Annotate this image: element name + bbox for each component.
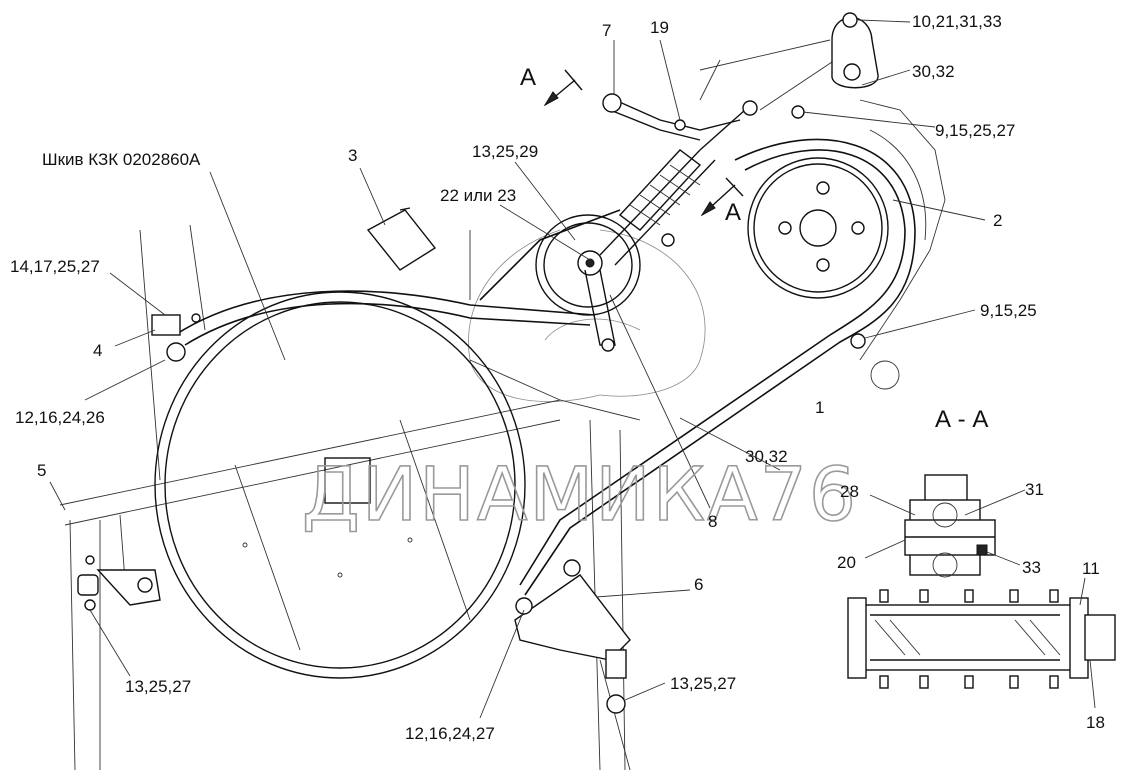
label-1: 1 xyxy=(815,398,824,417)
drive-pulley xyxy=(747,157,889,299)
label-8: 8 xyxy=(708,512,717,531)
label-18: 18 xyxy=(1086,713,1105,732)
top-bracket xyxy=(791,12,900,390)
part-4-bracket xyxy=(151,313,201,362)
part-6-bracket xyxy=(514,559,631,714)
part-3-plate xyxy=(366,207,437,271)
leader-lines xyxy=(49,19,1096,719)
pulley-label: Шкив КЗК 0202860А xyxy=(42,150,201,169)
label-11: 11 xyxy=(1082,559,1100,578)
label-9-15-25: 9,15,25 xyxy=(980,301,1037,320)
watermark-text: ДИНАМИКА76 xyxy=(302,452,858,538)
drive-belt xyxy=(174,138,916,596)
section-mark-a-top: А xyxy=(520,64,536,91)
label-30-32-top: 30,32 xyxy=(912,62,955,81)
section-arrows xyxy=(543,69,744,217)
left-lower-bracket xyxy=(77,555,161,611)
label-12-16-24-26: 12,16,24,26 xyxy=(15,408,105,427)
label-33: 33 xyxy=(1022,558,1041,577)
label-13-25-29: 13,25,29 xyxy=(472,142,538,161)
label-6: 6 xyxy=(694,575,703,594)
section-title: А - А xyxy=(935,406,988,433)
large-pulley xyxy=(154,291,526,679)
label-31: 31 xyxy=(1025,480,1044,499)
label-28: 28 xyxy=(840,482,859,501)
label-3: 3 xyxy=(348,146,357,165)
label-7: 7 xyxy=(602,21,611,40)
label-12-16-24-27: 12,16,24,27 xyxy=(405,724,495,743)
label-30-32-mid: 30,32 xyxy=(745,447,788,466)
label-4: 4 xyxy=(93,341,102,360)
label-14-17-25-27: 14,17,25,27 xyxy=(10,257,100,276)
label-20: 20 xyxy=(837,553,856,572)
section-mark-a-right: А xyxy=(725,199,741,226)
label-9-15-25-27: 9,15,25,27 xyxy=(935,121,1015,140)
label-2: 2 xyxy=(993,211,1002,230)
tensioner-spring xyxy=(577,93,758,352)
label-10-21-31-33: 10,21,31,33 xyxy=(912,12,1002,31)
section-a-a-detail xyxy=(847,474,1116,689)
label-19: 19 xyxy=(650,18,669,37)
label-13-25-27-left: 13,25,27 xyxy=(125,677,191,696)
label-13-25-27-right: 13,25,27 xyxy=(670,674,736,693)
watermark-swirl xyxy=(468,229,706,402)
label-5: 5 xyxy=(37,461,46,480)
label-22-or-23: 22 или 23 xyxy=(440,186,516,205)
